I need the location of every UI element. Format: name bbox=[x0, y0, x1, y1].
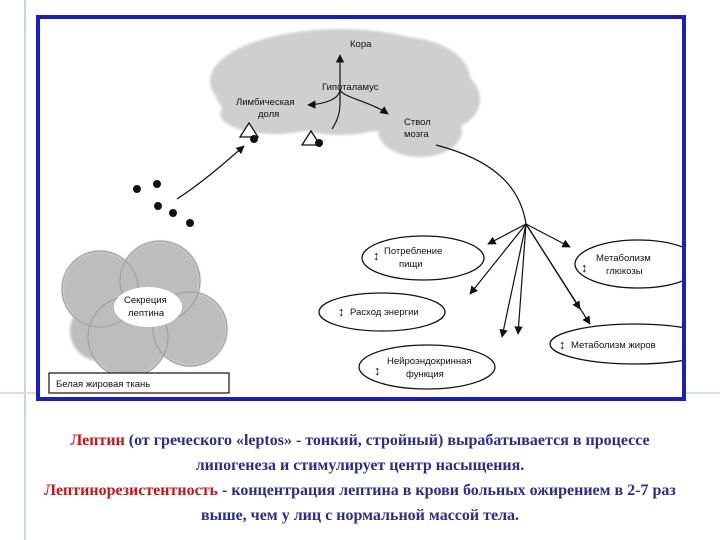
label-limb-2: доля bbox=[258, 109, 279, 120]
svg-text:↕: ↕ bbox=[559, 337, 566, 352]
stem-line bbox=[331, 103, 341, 130]
caption-term-leptin: Лептин bbox=[70, 432, 125, 449]
label-neiro-1: Нейроэндокринная bbox=[387, 356, 472, 367]
label-stvol-2: мозга bbox=[404, 129, 429, 140]
node-sekreciya: Секреция лептина bbox=[114, 287, 182, 327]
node-rashod: ↕ Расход энергии bbox=[318, 292, 446, 332]
leptin-diagram: Кора Гипоталамус Лимбическая доля Ствол … bbox=[48, 29, 682, 394]
label-limb-1: Лимбическая bbox=[236, 97, 295, 108]
caption-text-1: (от греческого «leptos» - тонкий, стройн… bbox=[124, 432, 650, 474]
label-rashod: Расход энергии bbox=[350, 307, 419, 318]
caption-term-resistance: Лептинорезистентность bbox=[44, 482, 218, 499]
node-zhiry: ↕ Метаболизм жиров bbox=[549, 323, 682, 365]
label-bela: Белая жировая ткань bbox=[56, 379, 150, 390]
label-sekr-1: Секреция bbox=[124, 295, 167, 306]
label-kora: Кора bbox=[350, 39, 372, 50]
label-box-bela: Белая жировая ткань bbox=[48, 372, 230, 394]
hub-arrows bbox=[469, 223, 591, 338]
svg-text:↕: ↕ bbox=[374, 363, 381, 378]
label-stvol-1: Ствол bbox=[404, 117, 431, 128]
label-glukoza-2: глюкозы bbox=[606, 266, 643, 277]
receptor-left bbox=[238, 121, 260, 143]
svg-text:↕: ↕ bbox=[373, 248, 380, 263]
brain-cloud bbox=[210, 29, 480, 157]
receptor-right bbox=[300, 129, 323, 147]
caption: Лептин (от греческого «leptos» - тонкий,… bbox=[40, 428, 680, 528]
label-potreb-1: Потребление bbox=[384, 246, 442, 257]
node-neiro: ↕ Нейроэндокринная функция bbox=[358, 344, 496, 390]
caption-text-2: - концентрация лептина в крови больных о… bbox=[200, 482, 676, 524]
arrow-to-stvol bbox=[339, 88, 389, 115]
label-sekr-2: лептина bbox=[128, 308, 165, 319]
label-glukoza-1: Метаболизм bbox=[596, 253, 651, 264]
arrow-fat-to-brain bbox=[176, 145, 245, 200]
diagram-frame: Кора Гипоталамус Лимбическая доля Ствол … bbox=[36, 15, 686, 401]
line-brain-to-hub bbox=[435, 144, 527, 225]
svg-text:↕: ↕ bbox=[338, 304, 345, 319]
label-zhiry: Метаболизм жиров bbox=[571, 340, 656, 351]
leptin-molecules bbox=[133, 180, 194, 227]
node-potreblenie: ↕ Потребление пищи bbox=[361, 235, 485, 281]
label-potreb-2: пищи bbox=[399, 259, 423, 270]
node-glukoza: ↕ Метаболизм глюкозы bbox=[574, 239, 682, 289]
decorative-vertical-line bbox=[24, 0, 26, 540]
svg-text:↕: ↕ bbox=[581, 260, 588, 275]
label-neiro-2: функция bbox=[406, 369, 444, 380]
arrow-to-limb bbox=[307, 88, 341, 109]
label-gipotalamus: Гипоталамус bbox=[322, 82, 379, 93]
